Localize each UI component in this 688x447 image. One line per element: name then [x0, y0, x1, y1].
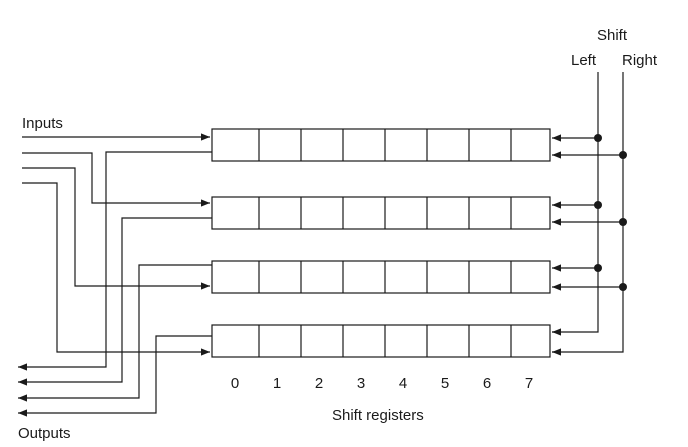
- shift-right-bus: [552, 72, 624, 353]
- bit-position-label: 4: [399, 375, 407, 392]
- register-2: [211, 196, 551, 230]
- bit-position-label: 7: [525, 375, 533, 392]
- output-wire-4: [18, 335, 212, 417]
- bit-position-label: 5: [441, 375, 449, 392]
- output-wire-2: [18, 217, 212, 386]
- input-wire-2: [22, 152, 210, 207]
- shift-left-bus: [552, 72, 599, 333]
- bit-position-label: 6: [483, 375, 491, 392]
- junction-dot: [619, 218, 627, 226]
- bit-position-label: 0: [231, 375, 239, 392]
- bit-position-label: 1: [273, 375, 281, 392]
- register-3: [211, 260, 551, 294]
- junction-dot: [594, 264, 602, 272]
- register-4-outline: [211, 324, 551, 358]
- right-label: Right: [622, 52, 658, 69]
- bit-position-labels: 0 1 2 3 4 5 6 7: [231, 375, 533, 392]
- output-wire-1: [18, 151, 212, 371]
- input-wire-4: [22, 182, 210, 356]
- inputs-label: Inputs: [22, 115, 63, 132]
- junction-dot: [619, 283, 627, 291]
- register-4: [211, 324, 551, 358]
- left-label: Left: [571, 52, 597, 69]
- junction-dot: [594, 201, 602, 209]
- register-1-outline: [211, 128, 551, 162]
- output-wire-3: [18, 264, 212, 402]
- junction-dot: [619, 151, 627, 159]
- register-1: [211, 128, 551, 162]
- input-wires: [22, 133, 210, 356]
- register-3-outline: [211, 260, 551, 294]
- shift-registers-label: Shift registers: [332, 407, 424, 424]
- input-wire-3: [22, 167, 210, 290]
- bit-position-label: 3: [357, 375, 365, 392]
- bit-position-label: 2: [315, 375, 323, 392]
- register-2-outline: [211, 196, 551, 230]
- junction-dot: [594, 134, 602, 142]
- shift-control-lines: [552, 72, 627, 356]
- outputs-label: Outputs: [18, 425, 71, 442]
- output-wires: [18, 151, 212, 417]
- shift-label: Shift: [597, 27, 628, 44]
- register-group: [211, 128, 551, 358]
